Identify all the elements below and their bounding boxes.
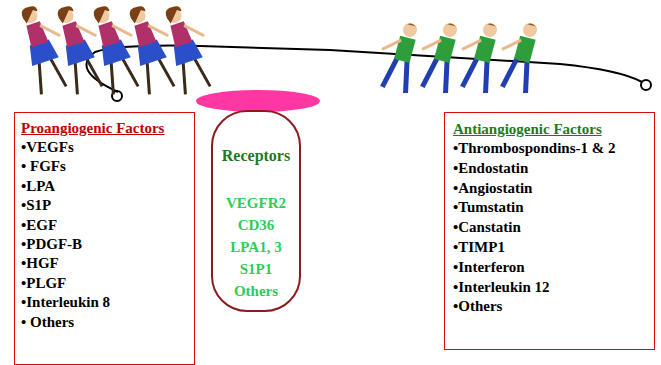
center-ellipse	[196, 90, 320, 112]
list-item: •S1P	[21, 196, 194, 215]
factor-box: Antiangiogenic Factors•Thrombospondins-1…	[444, 112, 655, 350]
list-item: •Interleukin 8	[21, 293, 194, 312]
woman-figure	[158, 0, 219, 94]
man-figure	[453, 18, 504, 93]
list-item: Others	[213, 280, 299, 302]
man-figure	[413, 18, 464, 93]
man-figure	[373, 18, 424, 93]
list-item: •Endostatin	[453, 159, 654, 179]
list-item: •VEGFs	[21, 138, 194, 157]
list-item: •TIMP1	[453, 238, 654, 258]
list-item: •LPA	[21, 177, 194, 196]
list-item: VEGFR2	[213, 192, 299, 214]
list-item: •Tumstatin	[453, 198, 654, 218]
list-item: •EGF	[21, 216, 194, 235]
list-item: •Angiostatin	[453, 179, 654, 199]
list-item: •Interferon	[453, 258, 654, 278]
list-item: • FGFs	[21, 157, 194, 176]
box-heading: Receptors	[213, 146, 299, 166]
list-item: LPA1, 3	[213, 236, 299, 258]
list-item: •HGF	[21, 254, 194, 273]
rope-loop	[641, 80, 651, 90]
man-figure	[493, 18, 544, 93]
list-item: CD36	[213, 214, 299, 236]
list-item: •Thrombospondins-1 & 2	[453, 139, 654, 159]
list-item: •PDGF-B	[21, 235, 194, 254]
rope	[86, 46, 642, 92]
box-heading: Proangiogenic Factors	[21, 118, 194, 138]
receptor-box: ReceptorsVEGFR2CD36LPA1, 3S1P1Others	[211, 110, 301, 312]
box-heading: Antiangiogenic Factors	[453, 119, 654, 139]
factor-box: Proangiogenic Factors•VEGFs• FGFs•LPA•S1…	[14, 112, 195, 365]
list-item: •Interleukin 12	[453, 278, 654, 298]
list-item: •Canstatin	[453, 218, 654, 238]
list-item: • Others	[21, 313, 194, 332]
people-group	[14, 0, 543, 94]
list-item: •PLGF	[21, 274, 194, 293]
list-item: •Others	[453, 297, 654, 317]
list-item: S1P1	[213, 258, 299, 280]
